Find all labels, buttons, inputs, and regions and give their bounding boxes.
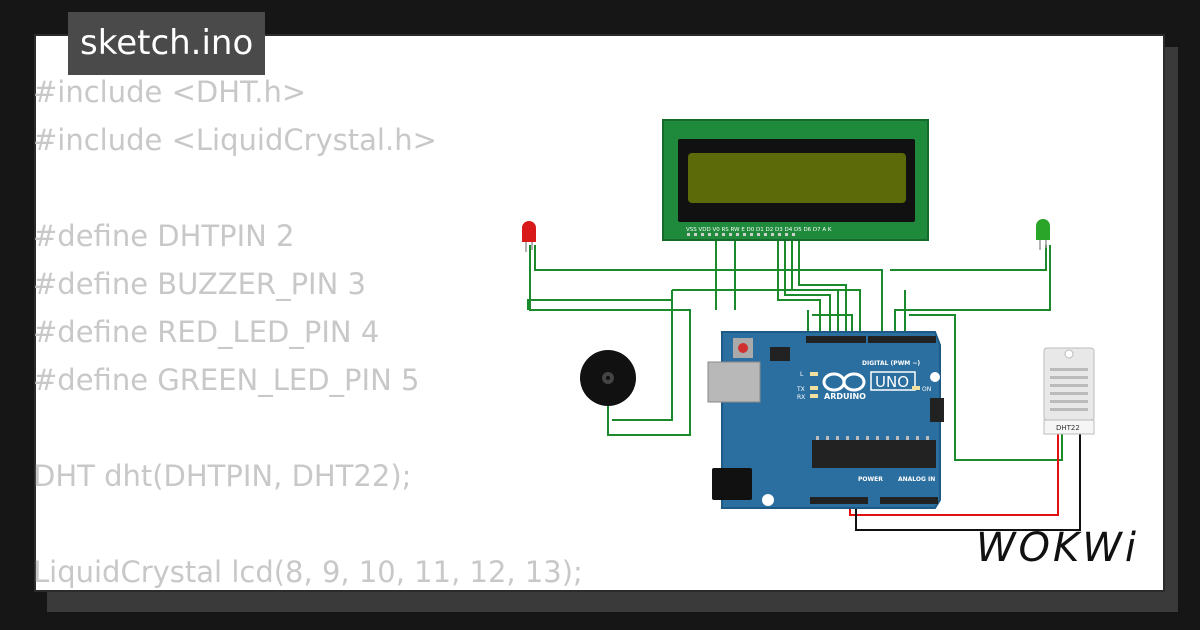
wires-green: [527, 238, 1063, 461]
preview-card: [34, 34, 1165, 592]
wire-gnd: [855, 430, 1081, 531]
code-line: #define BUZZER_PIN 3: [33, 267, 366, 301]
sensor-label: DHT22: [1056, 424, 1080, 432]
wokwi-logo: WOKWi: [976, 525, 1139, 571]
arduino-uno-board: UNO ARDUINO DIGITAL (PWM ~) ON POWER ANA…: [707, 331, 944, 509]
lcd-pin-labels: VSS VDD V0 RS RW E D0 D1 D2 D3 D4 D5 D6 …: [686, 227, 832, 233]
board-brand: ARDUINO: [824, 392, 866, 401]
file-tab[interactable]: sketch.ino: [68, 12, 266, 75]
digital-label: DIGITAL (PWM ~): [862, 360, 920, 367]
led-label-rx: RX: [797, 394, 805, 401]
led-label-l: L: [800, 371, 804, 378]
led-red: [522, 221, 536, 252]
code-line: #include <LiquidCrystal.h>: [33, 123, 437, 157]
analog-label: ANALOG IN: [898, 476, 935, 483]
board-model: UNO: [875, 373, 909, 391]
code-line: LiquidCrystal lcd(8, 9, 10, 11, 12, 13);: [33, 555, 583, 589]
code-preview: #include <DHT.h> #include <LiquidCrystal.…: [33, 68, 583, 596]
buzzer: [580, 350, 636, 406]
code-line: DHT dht(DHTPIN, DHT22);: [33, 459, 412, 493]
code-line: #define DHTPIN 2: [33, 219, 295, 253]
led-label-tx: TX: [796, 386, 805, 393]
lcd-display: VSS VDD V0 RS RW E D0 D1 D2 D3 D4 D5 D6 …: [662, 119, 929, 241]
led-green: [1036, 219, 1050, 250]
dht22-sensor: DHT22: [1043, 347, 1095, 435]
code-line: #define GREEN_LED_PIN 5: [33, 363, 420, 397]
code-line: #include <DHT.h>: [33, 75, 307, 109]
power-label: POWER: [858, 476, 883, 483]
code-line: #define RED_LED_PIN 4: [33, 315, 380, 349]
on-label: ON: [922, 386, 931, 393]
